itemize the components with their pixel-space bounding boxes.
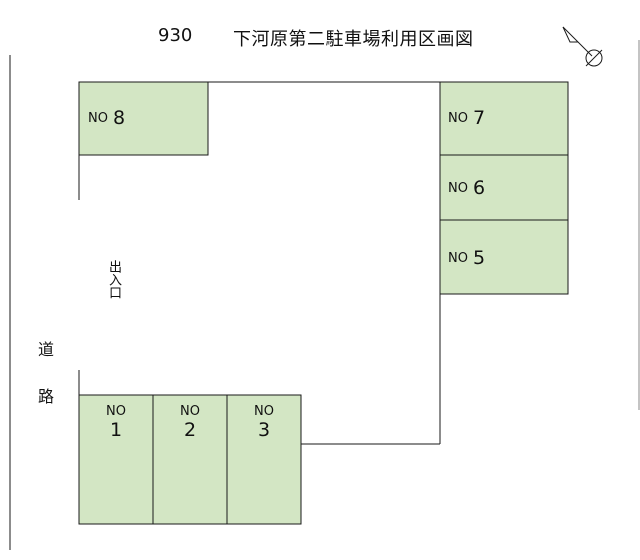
spot-prefix: NO <box>88 110 108 126</box>
diagram-title: 下河原第二駐車場利用区画図 <box>233 29 474 50</box>
spot-label-1: NO 1 <box>79 404 153 442</box>
spot-prefix: NO <box>448 110 468 126</box>
lot-code: 930 <box>158 25 193 46</box>
spot-label-5: NO 5 <box>448 247 485 269</box>
spot-prefix: NO <box>106 404 126 419</box>
spot-label-6: NO 6 <box>448 177 485 199</box>
spot-prefix: NO <box>448 180 468 196</box>
spot-label-3: NO 3 <box>227 404 301 442</box>
parking-spot-5 <box>439 219 569 295</box>
spot-label-7: NO 7 <box>448 107 485 129</box>
parking-spot-8 <box>78 81 209 156</box>
spot-label-2: NO 2 <box>153 404 227 442</box>
parking-spot-1 <box>78 394 154 525</box>
parking-spot-3 <box>226 394 302 525</box>
entrance-label: 出入口 <box>106 260 121 299</box>
spot-number: 8 <box>112 107 126 129</box>
spot-number: 7 <box>472 107 486 129</box>
spot-prefix: NO <box>180 404 200 419</box>
spot-number: 2 <box>183 418 197 441</box>
spot-prefix: NO <box>448 250 468 266</box>
road-label-1: 道 <box>38 340 55 359</box>
spot-number: 3 <box>257 418 271 441</box>
spot-prefix: NO <box>254 404 274 419</box>
north-arrow-icon <box>562 26 603 67</box>
spot-number: 5 <box>472 247 486 269</box>
spot-label-8: NO 8 <box>88 107 125 129</box>
spot-number: 1 <box>109 418 123 441</box>
road-label-2: 路 <box>38 387 55 406</box>
parking-spot-2 <box>152 394 228 525</box>
parking-spot-7 <box>439 81 569 156</box>
parking-spot-6 <box>439 154 569 221</box>
spot-number: 6 <box>472 177 486 199</box>
